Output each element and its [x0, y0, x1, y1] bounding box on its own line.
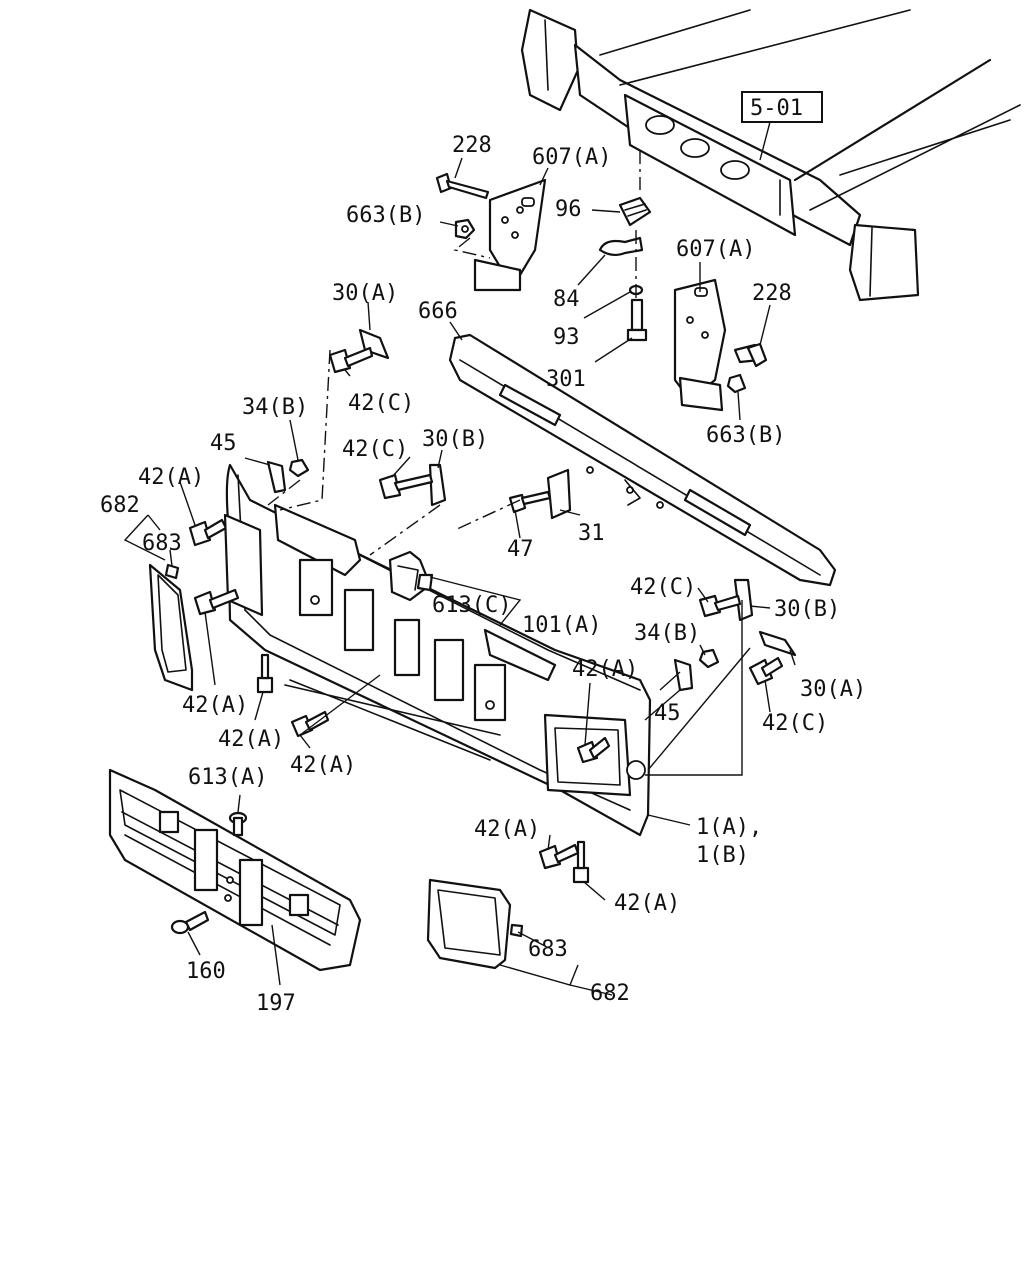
screw-160: [170, 910, 210, 935]
label-663b-right: 663(B): [706, 423, 785, 448]
label-42a-right-inner: 42(A): [572, 657, 638, 682]
bolt-42c-mid: [378, 473, 434, 500]
label-197: 197: [256, 991, 296, 1016]
center-bracket-101a: [388, 550, 434, 602]
label-301: 301: [546, 367, 586, 392]
bolt-42c-right-lower: [748, 656, 784, 686]
label-42c-top: 42(C): [348, 391, 414, 416]
bolt-42a-upper: [188, 518, 228, 547]
label-42c-right-upper: 42(C): [630, 575, 696, 600]
label-96: 96: [555, 197, 582, 222]
bolt-42c-right-upper: [698, 594, 742, 618]
bolt-42a-right-inner: [576, 736, 611, 764]
label-42c-right-lower: 42(C): [762, 711, 828, 736]
bracket-30a-right: [758, 630, 797, 657]
label-34b-left: 34(B): [242, 395, 308, 420]
hook-84: [598, 236, 644, 257]
label-42a-bottom: 42(A): [474, 817, 540, 842]
label-228-right: 228: [752, 281, 792, 306]
bracket-31: [546, 468, 572, 520]
label-30a-left: 30(A): [332, 281, 398, 306]
label-607a-left: 607(A): [532, 145, 611, 170]
bolt-42a-bottom: [538, 843, 580, 870]
label-42a-left: 42(A): [182, 693, 248, 718]
nut-663b-right: [726, 373, 747, 394]
label-1a: 1(A),: [696, 815, 762, 840]
bracket-30b-left: [428, 463, 447, 507]
label-101a: 101(A): [522, 613, 601, 638]
label-160: 160: [186, 959, 226, 984]
screw-613a: [228, 811, 248, 837]
leader-lines: [123, 157, 796, 996]
bolt-42a-left: [193, 588, 240, 616]
clip-683-right: [509, 923, 524, 938]
label-30b-right: 30(B): [774, 597, 840, 622]
label-34b-right: 34(B): [634, 621, 700, 646]
gasket-682-left: [148, 563, 194, 692]
label-613a: 613(A): [188, 765, 267, 790]
clip-45-left: [266, 460, 287, 494]
bolt-47: [508, 490, 552, 514]
bumper-beam-666: [448, 333, 837, 587]
bolt-228-left: [435, 172, 490, 200]
nut-663b-left: [454, 218, 476, 240]
bracket-30a-left: [358, 328, 390, 360]
label-30b-left: 30(B): [422, 427, 488, 452]
bracket-607a-left: [473, 178, 547, 292]
bracket-30b-right: [733, 578, 754, 622]
bracket-607a-right: [673, 278, 727, 412]
label-666: 666: [418, 299, 458, 324]
label-663b-left: 663(B): [346, 203, 425, 228]
label-42a-lower-left: 42(A): [218, 727, 284, 752]
label-42a-bottom-right: 42(A): [614, 891, 680, 916]
label-42a-upper: 42(A): [138, 465, 204, 490]
bolt-42a-center: [290, 710, 330, 738]
label-42a-center: 42(A): [290, 753, 356, 778]
label-42c-mid: 42(C): [342, 437, 408, 462]
label-683-right: 683: [528, 937, 568, 962]
label-45-left: 45: [210, 431, 237, 456]
bolt-42a-lower-left: [256, 653, 274, 694]
label-45-right: 45: [654, 701, 681, 726]
bolt-228-right: [733, 342, 768, 368]
label-682-right: 682: [590, 981, 630, 1006]
label-607a-right: 607(A): [676, 237, 755, 262]
section-reference: 5-01: [750, 96, 803, 121]
label-93: 93: [553, 325, 580, 350]
bolt-42a-bottom-right: [572, 840, 590, 884]
label-683-left: 683: [142, 531, 182, 556]
part-labels: 228 607(A) 663(B) 96 84 93 301 607(A) 22…: [100, 133, 866, 1016]
label-228-left: 228: [452, 133, 492, 158]
nut-34b-left: [288, 458, 310, 478]
lower-grille-197: [108, 768, 362, 972]
clip-683-left: [164, 563, 180, 580]
chassis-frame: [520, 8, 1021, 302]
label-84: 84: [553, 287, 580, 312]
label-30a-right: 30(A): [800, 677, 866, 702]
label-1b: 1(B): [696, 843, 749, 868]
gasket-682-right: [426, 878, 512, 970]
clip-45-right: [673, 658, 694, 692]
section-reference-box: 5-01: [741, 91, 823, 161]
label-613c: 613(C): [432, 593, 511, 618]
bolt-42c-top: [328, 346, 374, 374]
clip-96: [618, 196, 652, 227]
nut-34b-right: [698, 648, 720, 669]
bolt-301: [626, 298, 648, 342]
label-682-left: 682: [100, 493, 140, 518]
label-47: 47: [507, 537, 534, 562]
label-31: 31: [578, 521, 605, 546]
